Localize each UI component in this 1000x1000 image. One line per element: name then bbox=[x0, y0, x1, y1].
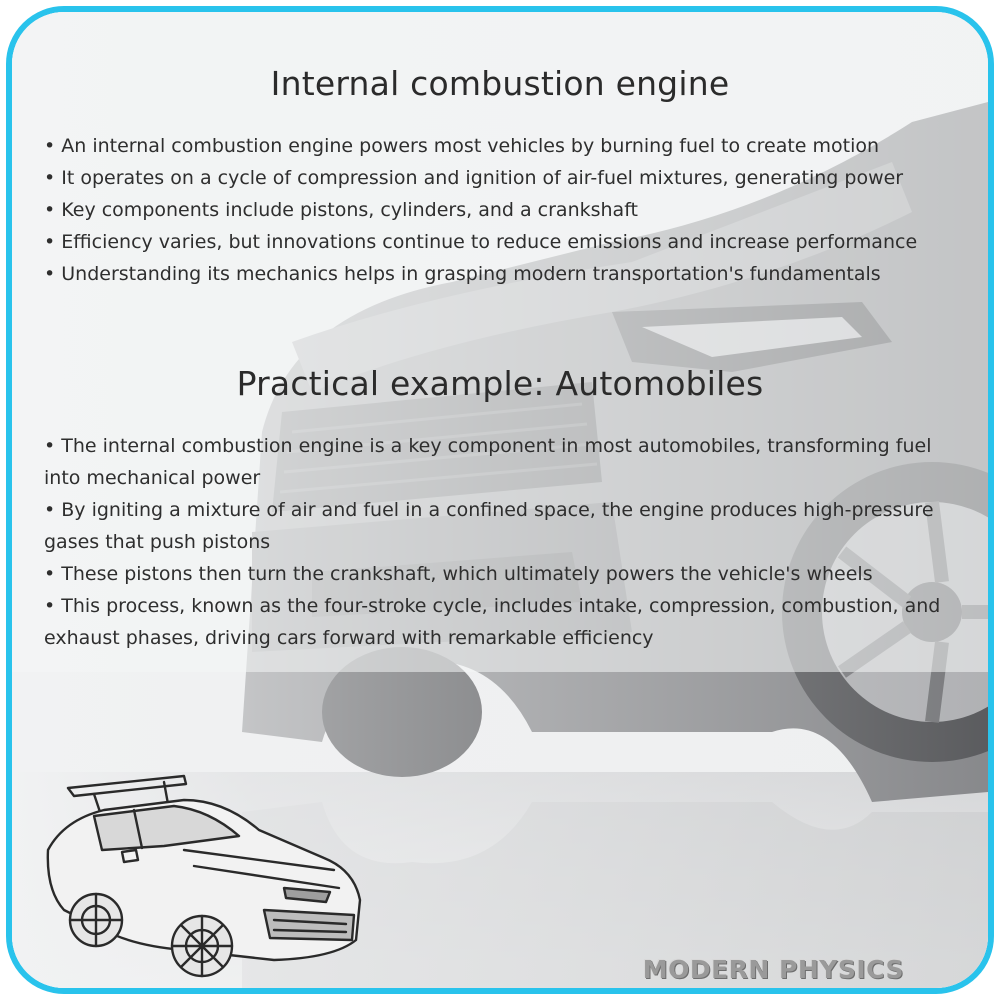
bullet-list-automobiles: The internal combustion engine is a key … bbox=[44, 430, 964, 654]
bullet-item: Understanding its mechanics helps in gra… bbox=[44, 258, 964, 290]
content: Internal combustion engine An internal c… bbox=[12, 12, 988, 988]
bullet-item: Key components include pistons, cylinder… bbox=[44, 194, 964, 226]
bullet-item: Efficiency varies, but innovations conti… bbox=[44, 226, 964, 258]
section-title-practical-example: Practical example: Automobiles bbox=[236, 364, 764, 403]
bullet-item: An internal combustion engine powers mos… bbox=[44, 130, 964, 162]
bullet-list-engine: An internal combustion engine powers mos… bbox=[44, 130, 964, 290]
bullet-item: These pistons then turn the crankshaft, … bbox=[44, 558, 964, 590]
sports-car-sketch-illustration bbox=[46, 774, 362, 978]
bullet-item: It operates on a cycle of compression an… bbox=[44, 162, 964, 194]
bullet-item: This process, known as the four-stroke c… bbox=[44, 590, 964, 654]
rounded-frame: Internal combustion engine An internal c… bbox=[6, 6, 994, 994]
section-title-internal-combustion-engine: Internal combustion engine bbox=[270, 64, 730, 103]
bullet-item: The internal combustion engine is a key … bbox=[44, 430, 964, 494]
brand-watermark: MODERN PHYSICS bbox=[642, 955, 904, 984]
bullet-item: By igniting a mixture of air and fuel in… bbox=[44, 494, 964, 558]
